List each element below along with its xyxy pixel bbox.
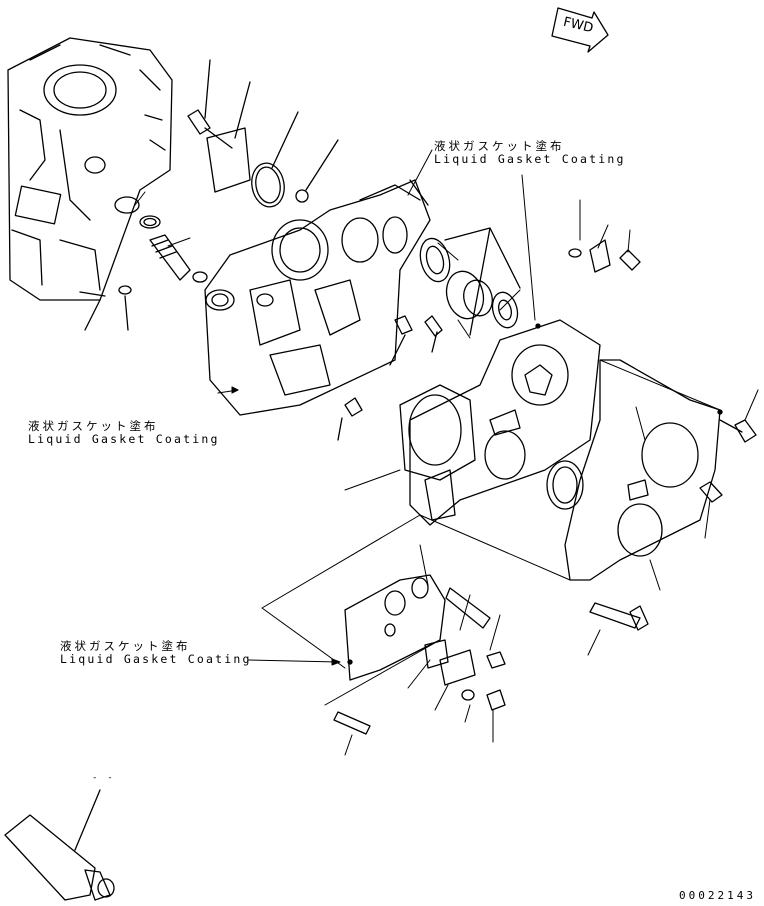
liquid-gasket-tube bbox=[5, 790, 114, 900]
callout-jp: 液状ガスケット塗布 bbox=[60, 639, 191, 653]
gear-case-housing bbox=[205, 180, 430, 415]
timing-cover bbox=[565, 360, 722, 580]
leader-lines bbox=[135, 150, 758, 755]
callout-en: Liquid Gasket Coating bbox=[434, 152, 626, 166]
callout-jp: 液状ガスケット塗布 bbox=[28, 419, 159, 433]
dowel-and-bolts bbox=[338, 316, 442, 440]
fwd-arrow-icon bbox=[552, 8, 608, 52]
callout-arrows bbox=[218, 387, 340, 665]
gasket-callout-left: 液状ガスケット塗布 Liquid Gasket Coating bbox=[28, 420, 220, 446]
tube-mark: - - bbox=[92, 773, 115, 783]
drawing-code: 00022143 bbox=[679, 889, 756, 902]
callout-en: Liquid Gasket Coating bbox=[28, 432, 220, 446]
cylinder-block bbox=[8, 38, 172, 300]
gears-and-bearings bbox=[416, 228, 521, 335]
gasket-callout-top: 液状ガスケット塗布 Liquid Gasket Coating bbox=[434, 140, 626, 166]
gasket-callout-bottom: 液状ガスケット塗布 Liquid Gasket Coating bbox=[60, 640, 252, 666]
front-plate bbox=[400, 320, 600, 525]
callout-en: Liquid Gasket Coating bbox=[60, 652, 252, 666]
cover-bolts bbox=[569, 240, 756, 630]
lower-plate bbox=[334, 575, 505, 734]
callout-jp: 液状ガスケット塗布 bbox=[434, 139, 565, 153]
top-cover-parts bbox=[188, 60, 338, 209]
breather-parts bbox=[80, 197, 207, 330]
